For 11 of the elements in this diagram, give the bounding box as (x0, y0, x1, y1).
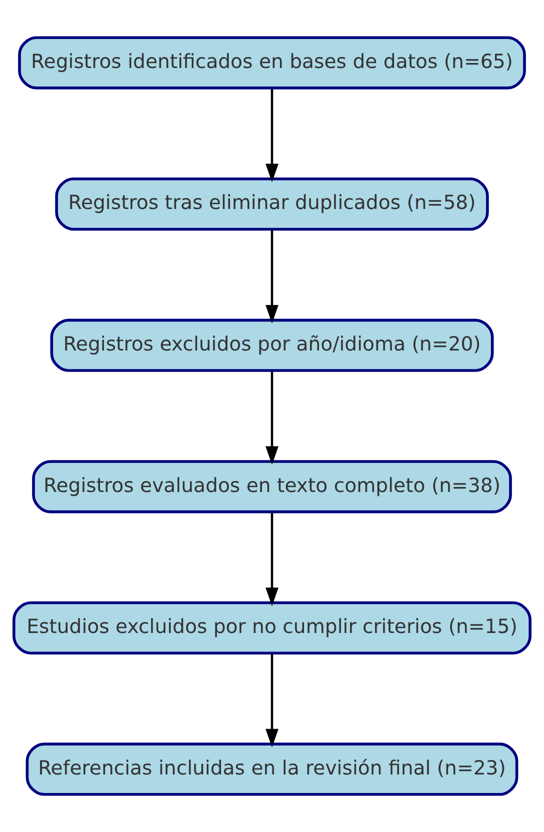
node-box: Referencias incluidas en la revisión final (n=23) (26, 742, 518, 796)
node-box: Registros excluidos por año/idioma (n=20) (50, 318, 494, 372)
node-box: Registros tras eliminar duplicados (n=58) (55, 177, 489, 231)
arrow (266, 230, 278, 324)
arrow (266, 370, 278, 465)
arrow (266, 653, 278, 748)
node-box: Registros evaluados en texto completo (n=38) (32, 460, 512, 514)
arrow (266, 88, 278, 182)
node-box: Estudios excluidos por no cumplir criterios (n=15) (12, 601, 532, 655)
node-box: Registros identificados en bases de datos (n=65) (18, 36, 526, 90)
arrow (266, 512, 278, 606)
